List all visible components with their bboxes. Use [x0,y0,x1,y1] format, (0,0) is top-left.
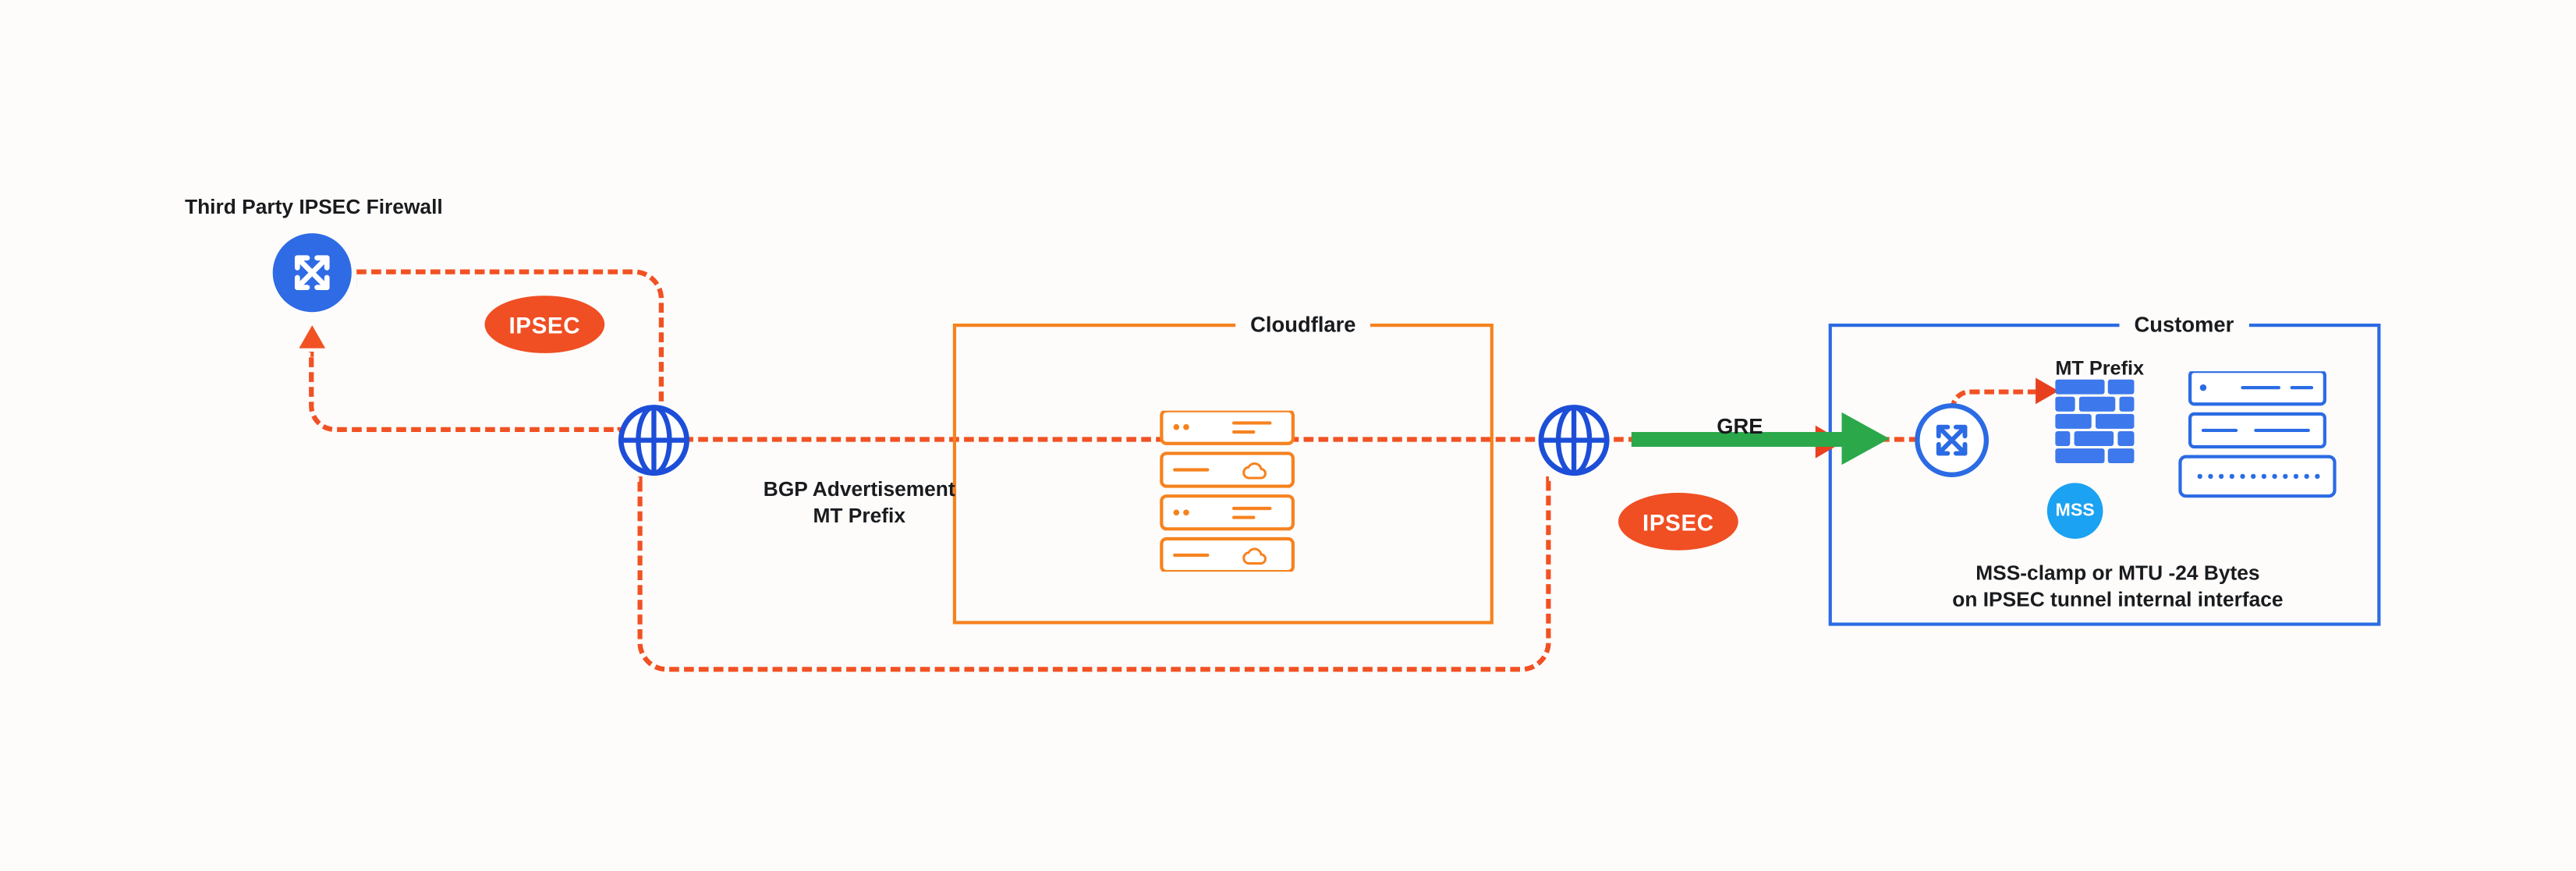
tunnel-path-top [356,269,664,416]
mss-badge: MSS [2046,483,2103,539]
up-arrowhead-icon [299,325,326,349]
third-party-firewall-label: Third Party IPSEC Firewall [184,195,443,219]
mt-prefix-label: MT Prefix [2055,356,2145,380]
cloudflare-box [952,324,1494,625]
tunnel-path-left-return [309,351,623,433]
third-party-router-icon [271,232,353,322]
mss-note-line2: on IPSEC tunnel internal interface [1952,588,2284,612]
ipsec-badge-right: IPSEC [1618,492,1738,551]
customer-box-label: Customer [2119,312,2249,338]
bgp-advertisement-label: BGP Advertisement MT Prefix [728,476,990,529]
customer-server-stack-icon [2177,369,2337,511]
customer-box [1828,324,2381,626]
mt-prefix-arrowhead-icon [2036,377,2059,405]
tunnel-path-bottom-loop [637,476,1551,672]
cloudflare-box-label: Cloudflare [1235,312,1371,338]
cloudflare-server-stack-icon [1158,409,1296,580]
mss-note-line1: MSS-clamp or MTU -24 Bytes [1975,561,2260,585]
firewall-icon [2053,379,2135,473]
cloud-icon [1242,462,1267,480]
gre-label: GRE [1717,413,1763,439]
internet-globe-left-icon [616,402,692,486]
ipsec-badge-left: IPSEC [484,296,605,353]
bgp-advertisement-line2: MT Prefix [813,505,905,528]
customer-router-icon [1914,402,1990,486]
internet-globe-right-icon [1536,402,1612,486]
gre-arrow-body [1631,432,1845,447]
bgp-advertisement-line1: BGP Advertisement [763,478,955,501]
mss-note-label: MSS-clamp or MTU -24 Bytes on IPSEC tunn… [1906,560,2330,613]
cloud-icon [1242,547,1267,565]
gre-arrowhead-icon [1841,412,1890,466]
